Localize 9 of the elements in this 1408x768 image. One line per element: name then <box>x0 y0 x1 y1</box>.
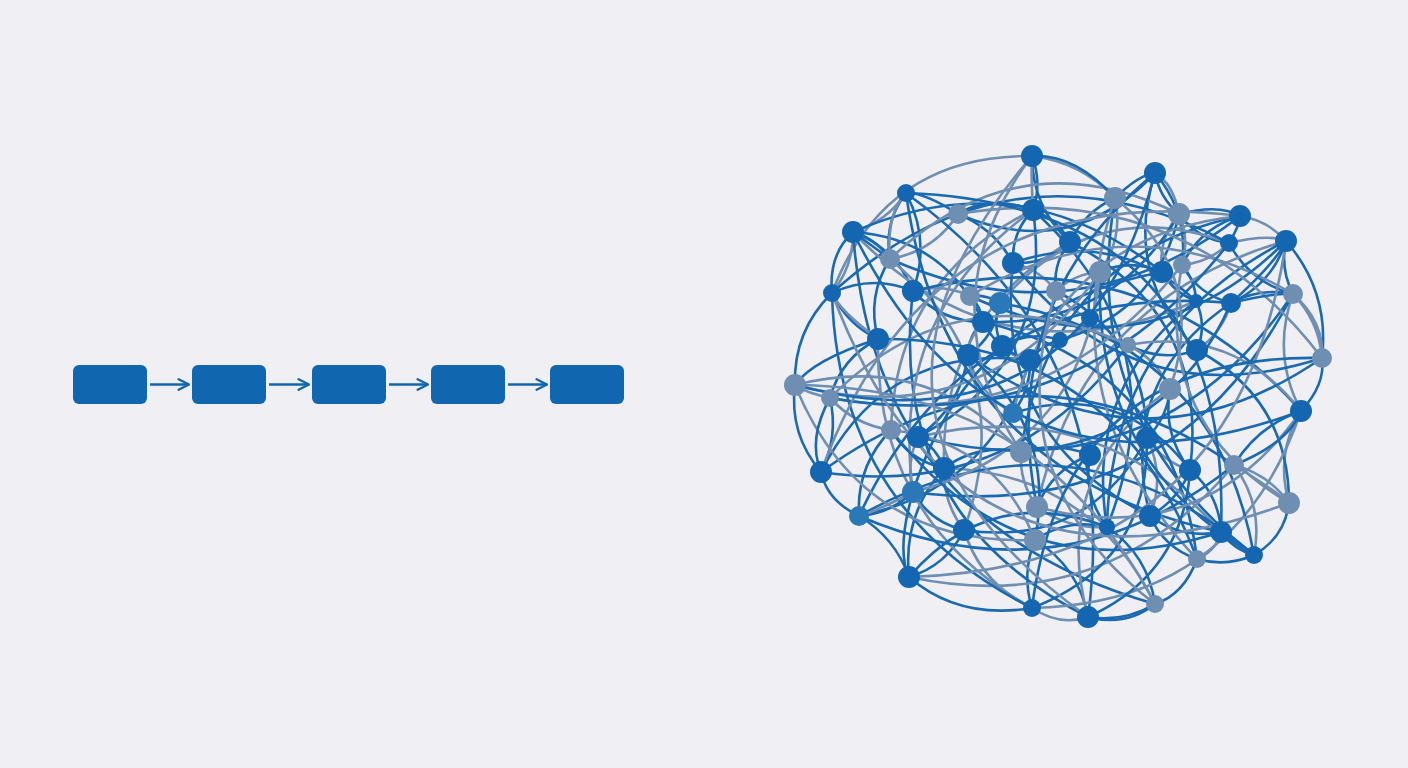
process-box <box>192 365 266 404</box>
process-box <box>431 365 505 404</box>
process-box <box>312 365 386 404</box>
arrow <box>269 378 311 391</box>
process-box <box>73 365 147 404</box>
arrow <box>508 378 549 391</box>
arrow <box>150 378 191 391</box>
arrow <box>389 378 430 391</box>
process-box <box>550 365 624 404</box>
